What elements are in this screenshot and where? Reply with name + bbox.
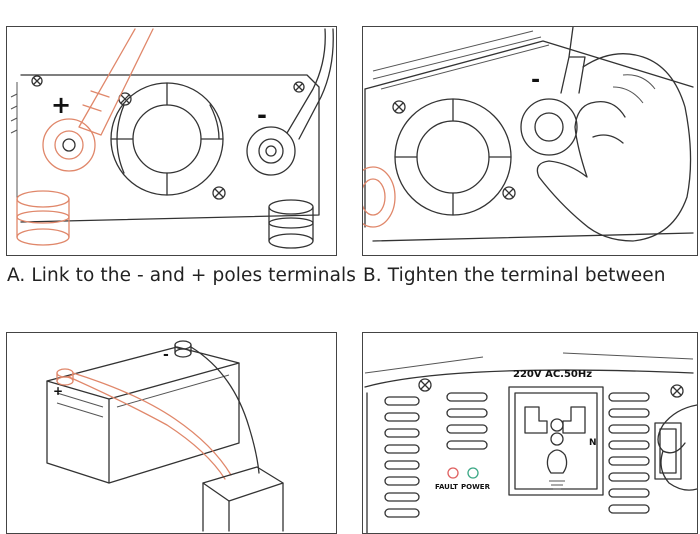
side-vent-slots [10, 93, 18, 134]
fan-grille-icon [110, 82, 224, 196]
black-terminal-cap-icon [268, 199, 314, 249]
neutral-label: N [589, 438, 597, 448]
panel-a-plus-sign: + [51, 91, 71, 119]
screw-top-left-icon [31, 75, 43, 87]
finger-pressing-switch-icon [657, 404, 697, 491]
inverter-front-outline [364, 88, 694, 242]
battery-negative-post-icon [174, 340, 192, 358]
inverter-body-outline [20, 74, 320, 223]
positive-battery-cable-second-icon [72, 372, 232, 476]
negative-cable-icon [560, 27, 586, 94]
panel-a-connect-poles: + - [6, 26, 337, 256]
power-led-icon [467, 467, 479, 479]
power-label: POWER [461, 483, 491, 491]
screw-right-icon [502, 186, 516, 200]
inverter-top-edge [364, 369, 694, 388]
inverter-top-edge [364, 40, 694, 90]
hand-creases [612, 74, 656, 104]
fault-led-icon [447, 467, 459, 479]
positive-terminal-icon [42, 118, 96, 172]
top-fins [372, 30, 550, 90]
positive-battery-cable-icon [68, 376, 226, 480]
panel-c-minus-sign: - [163, 347, 169, 363]
rating-label: 220V AC.50Hz [513, 369, 592, 380]
negative-cable-icon [286, 28, 334, 140]
screw-top-left-icon [418, 378, 432, 392]
screw-top-right-icon [293, 81, 305, 93]
red-terminal-cap-icon [16, 190, 70, 246]
top-chassis-lines [364, 352, 694, 374]
screw-left-icon [392, 100, 406, 114]
panel-a-illustration: + - [10, 28, 334, 249]
negative-terminal-icon [520, 98, 578, 156]
caption-step-b: B. Tighten the terminal between [363, 265, 666, 286]
panel-a-minus-sign: - [257, 101, 267, 129]
panel-b-minus-sign: - [531, 68, 540, 93]
panel-c-illustration: + - [46, 340, 284, 532]
battery-positive-post-icon [56, 368, 74, 386]
negative-battery-cable-icon [190, 346, 260, 474]
panel-b-tighten-terminal: - [362, 26, 698, 256]
panel-d-ac-outlet: 220V AC.50Hz N FAULT POWER [362, 332, 698, 534]
vent-slots-left [384, 392, 488, 518]
positive-lug-icon [82, 90, 110, 112]
inverter-box-icon [202, 466, 284, 532]
fault-label: FAULT [435, 483, 458, 491]
red-terminal-cap-icon [363, 166, 396, 228]
panel-d-illustration: 220V AC.50Hz N FAULT POWER [364, 352, 697, 533]
panel-c-plus-sign: + [53, 384, 63, 398]
hand-icon [536, 53, 692, 242]
negative-terminal-icon [246, 126, 296, 176]
panel-b-illustration: - [363, 27, 694, 242]
screw-top-right-icon [670, 384, 684, 398]
vent-slots-right [608, 392, 650, 514]
panel-c-battery-connection: + - [6, 332, 337, 534]
positive-cable-icon [78, 28, 154, 136]
battery-icon [46, 346, 240, 484]
fan-grille-icon [394, 98, 512, 216]
screw-bottom-mid-icon [212, 186, 226, 200]
caption-step-a: A. Link to the - and + poles terminals [7, 265, 356, 286]
universal-socket-icon [508, 386, 604, 496]
